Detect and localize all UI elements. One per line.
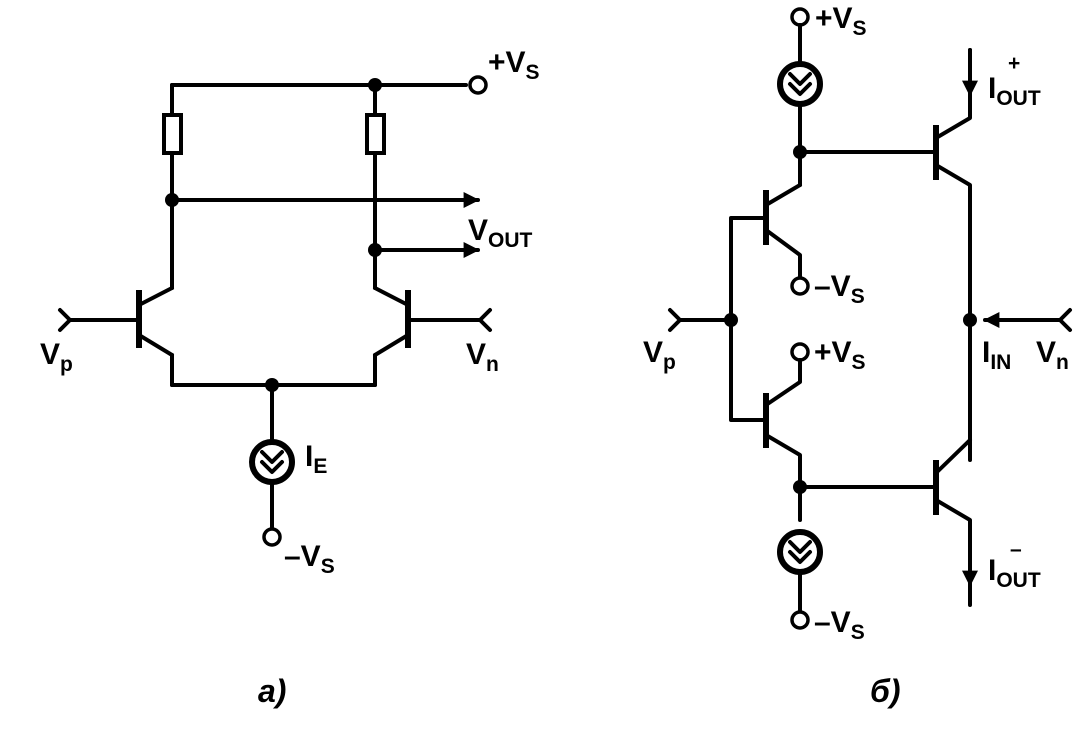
transistor-lower-left-b <box>763 342 810 522</box>
transistor-right-a <box>373 286 492 387</box>
label-vs-pos-a: +VS <box>488 46 540 84</box>
label-vs-neg-bottom-b: –VS <box>814 606 865 644</box>
output-wires-a <box>165 192 480 258</box>
label-ie-a: IE <box>305 440 327 478</box>
input-vn-b <box>963 308 1072 332</box>
supply-rail-a <box>170 75 488 95</box>
caption-a: a) <box>258 673 286 709</box>
terminal-vs-neg-bottom-b <box>790 610 810 630</box>
current-source-top-b <box>777 7 823 187</box>
terminal-vs-neg-mid-b <box>790 276 810 296</box>
label-vs-pos-top-b: +VS <box>815 2 867 40</box>
label-iin-b: IIN <box>982 336 1011 374</box>
label-vout-a: VOUT <box>468 214 533 252</box>
circuit-a: +VS VOUT Vp Vn IE –VS a) <box>40 46 540 709</box>
caption-b: б) <box>870 673 900 709</box>
terminal-vs-neg-a <box>262 527 282 547</box>
label-vp-b: Vp <box>643 336 676 374</box>
label-vs-neg-mid-b: –VS <box>814 270 865 308</box>
resistor-left-a <box>162 83 183 290</box>
label-vp-a: Vp <box>40 338 73 376</box>
terminal-vs-pos-a <box>468 75 488 95</box>
label-vs-pos-mid-b: +VS <box>814 336 866 374</box>
label-iout-neg-sup-b: – <box>1010 538 1022 561</box>
resistor-right-a <box>365 83 386 290</box>
label-vn-b: Vn <box>1036 336 1069 374</box>
transistor-upper-right-b <box>798 48 978 462</box>
transistor-left-a <box>58 286 174 387</box>
label-iout-pos-sup-b: + <box>1008 52 1020 75</box>
label-vs-neg-a: –VS <box>284 540 335 578</box>
label-vn-a: Vn <box>466 338 499 376</box>
label-iout-neg-b: IOUT <box>988 554 1041 592</box>
transistor-lower-right-b <box>798 438 978 607</box>
current-source-bottom-b <box>777 529 823 630</box>
terminal-vs-pos-top-b <box>790 7 810 27</box>
terminal-vs-pos-mid-b <box>790 342 810 362</box>
current-source-a <box>170 378 377 547</box>
circuit-b: +VS IOUT + –VS +VS Vp IIN Vn IOUT – –VS … <box>643 2 1072 709</box>
label-iout-pos-b: IOUT <box>988 72 1041 110</box>
input-vp-b <box>668 308 738 332</box>
